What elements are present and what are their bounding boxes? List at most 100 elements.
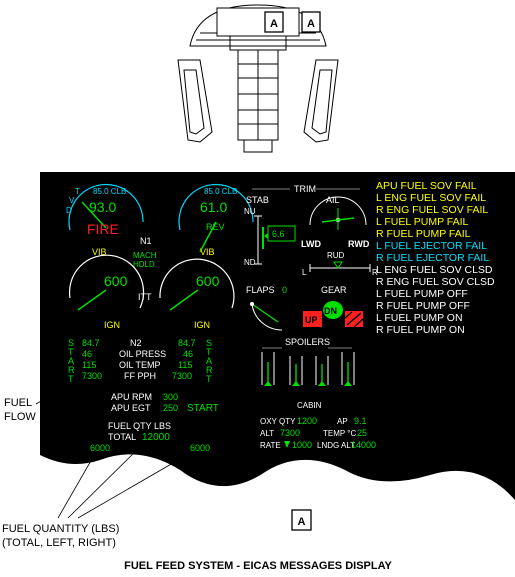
fuel-qty-callout-line-1: FUEL QUANTITY (LBS): [2, 523, 119, 535]
apu-rpm-value: 300: [163, 392, 178, 402]
left-itt-gauge: 600 ITT IGN: [68, 254, 152, 330]
start-left-s: S: [68, 338, 74, 348]
temp-value: 25: [357, 428, 367, 438]
fuel-right-value: 6000: [190, 443, 210, 453]
flaps-value: 0: [282, 285, 287, 295]
cabin-title: CABIN: [297, 401, 322, 410]
flaps-indicator: FLAPS 0: [246, 285, 287, 331]
display-marker-right: A: [301, 11, 321, 33]
left-n1-gauge: D V T 85.0 CLB 93.0 FIRE N1 MACH HDLD VI…: [66, 183, 157, 269]
fuel-qty-label: FUEL QTY LBS: [108, 421, 171, 431]
mach-label: MACH: [133, 251, 157, 260]
nu-label: NU: [244, 207, 256, 216]
right-n2: 84.7: [178, 338, 196, 348]
fuel-total-label: TOTAL: [108, 432, 136, 442]
fuel-left-value: 6000: [90, 443, 110, 453]
right-oil-press: 46: [183, 349, 193, 359]
apu-start: START: [187, 403, 219, 414]
rud-label: RUD: [327, 251, 345, 260]
figure-caption: FUEL FEED SYSTEM - EICAS MESSAGES DISPLA…: [124, 560, 392, 572]
fuel-flow-callout: FUEL FLOW: [4, 379, 79, 423]
cabin-alt-value: 7300: [280, 428, 300, 438]
ail-label: AIL: [326, 195, 340, 205]
start-left-a: A: [68, 356, 74, 366]
flaps-label: FLAPS: [246, 285, 275, 295]
left-itt-value: 600: [104, 273, 128, 289]
start-right-a: A: [206, 356, 212, 366]
left-n1-value: 93.0: [89, 199, 116, 215]
hold-label: HDLD: [133, 260, 155, 269]
n1-label: N1: [140, 236, 152, 246]
rwd-label: RWD: [348, 239, 370, 249]
ldg-alt-label: LNDG ALT: [317, 441, 355, 450]
detail-marker-letter: A: [298, 516, 306, 528]
trim-title: TRIM: [294, 184, 316, 194]
right-itt-gauge: 600 IGN: [159, 258, 235, 330]
left-ff: 7300: [82, 371, 102, 381]
start-right-r: R: [206, 365, 213, 375]
start-right-t2: T: [206, 374, 212, 384]
eicas-message: R FUEL PUMP ON: [376, 324, 465, 336]
cockpit-outline: [177, 4, 339, 153]
eicas-message: L ENG FUEL SOV FAIL: [376, 192, 486, 204]
ign-left: IGN: [104, 320, 120, 330]
left-n2: 84.7: [82, 338, 100, 348]
eicas-message: L FUEL PUMP OFF: [376, 288, 468, 300]
eicas-message: L FUEL PUMP FAIL: [376, 216, 469, 228]
cabin-section: CABIN OXY QTY 1200 AP 9.1 ALT 7300 TEMP …: [260, 401, 376, 450]
stab-label: STAB: [246, 195, 269, 205]
right-itt-value: 600: [196, 273, 220, 289]
fuel-quantity-section: FUEL QTY LBS TOTAL 12000 6000 6000: [90, 421, 210, 453]
temp-label: TEMP °C: [323, 429, 357, 438]
lwd-label: LWD: [301, 239, 321, 249]
label-ff: FF PPH: [124, 371, 156, 381]
apu-egt-label: APU EGT: [111, 403, 151, 413]
gear-label: GEAR: [321, 285, 347, 295]
rate-label: RATE: [260, 441, 281, 450]
eicas-message: L FUEL EJECTOR FAIL: [376, 240, 487, 252]
oxy-qty-value: 1200: [297, 416, 317, 426]
marker-letter-left: A: [270, 18, 278, 30]
eicas-message: R ENG FUEL SOV CLSD: [376, 276, 495, 288]
eicas-screen: [40, 172, 515, 500]
oxy-qty-label: OXY QTY: [260, 417, 296, 426]
right-n1-gauge: 85.0 CLB 61.0 REV VIB: [178, 183, 254, 257]
rev-label: REV: [206, 222, 225, 232]
fire-warning: FIRE: [87, 221, 119, 237]
detail-marker: A: [291, 509, 312, 531]
vib-left: VIB: [92, 247, 107, 257]
eicas-message: L FUEL PUMP ON: [376, 312, 463, 324]
label-oil-temp: OIL TEMP: [119, 360, 161, 370]
fuel-qty-callout-line-2: (TOTAL, LEFT, RIGHT): [2, 537, 116, 549]
start-left-t2: T: [68, 374, 74, 384]
gear-dn: DN: [324, 306, 337, 316]
start-left-r: R: [68, 365, 75, 375]
fuel-quantity-callout: FUEL QUANTITY (LBS) (TOTAL, LEFT, RIGHT): [2, 440, 193, 549]
eicas-message: APU FUEL SOV FAIL: [376, 180, 477, 192]
apu-rpm-label: APU RPM: [111, 392, 152, 402]
cabin-alt-label: ALT: [260, 429, 274, 438]
apu-egt-value: 250: [163, 403, 178, 413]
fuel-total-value: 12000: [142, 432, 170, 443]
rud-r: R: [372, 268, 378, 277]
start-right-t1: T: [206, 347, 212, 357]
start-left-t1: T: [68, 347, 74, 357]
ldg-alt-value: 14000: [351, 440, 376, 450]
marker-letter-right: A: [307, 18, 315, 30]
ap-value: 9.1: [354, 416, 367, 426]
rud-l: L: [302, 268, 307, 277]
rate-value: 1000: [292, 440, 312, 450]
stab-value: 6.6: [272, 229, 285, 239]
start-right: S T A R T: [206, 338, 213, 384]
nd-label: ND: [244, 258, 256, 267]
dial-mark-v: V: [69, 196, 75, 205]
left-oil-temp: 115: [82, 360, 96, 370]
eicas-message: L ENG FUEL SOV CLSD: [376, 264, 493, 276]
rate-down-arrow: [284, 441, 290, 448]
dial-mark-t: T: [75, 187, 80, 196]
ign-right: IGN: [194, 320, 210, 330]
apu-section: APU RPM 300 APU EGT 250 START: [111, 392, 219, 414]
gear-indicator: GEAR DN UP: [303, 285, 364, 328]
dial-mark-d: D: [66, 206, 72, 215]
